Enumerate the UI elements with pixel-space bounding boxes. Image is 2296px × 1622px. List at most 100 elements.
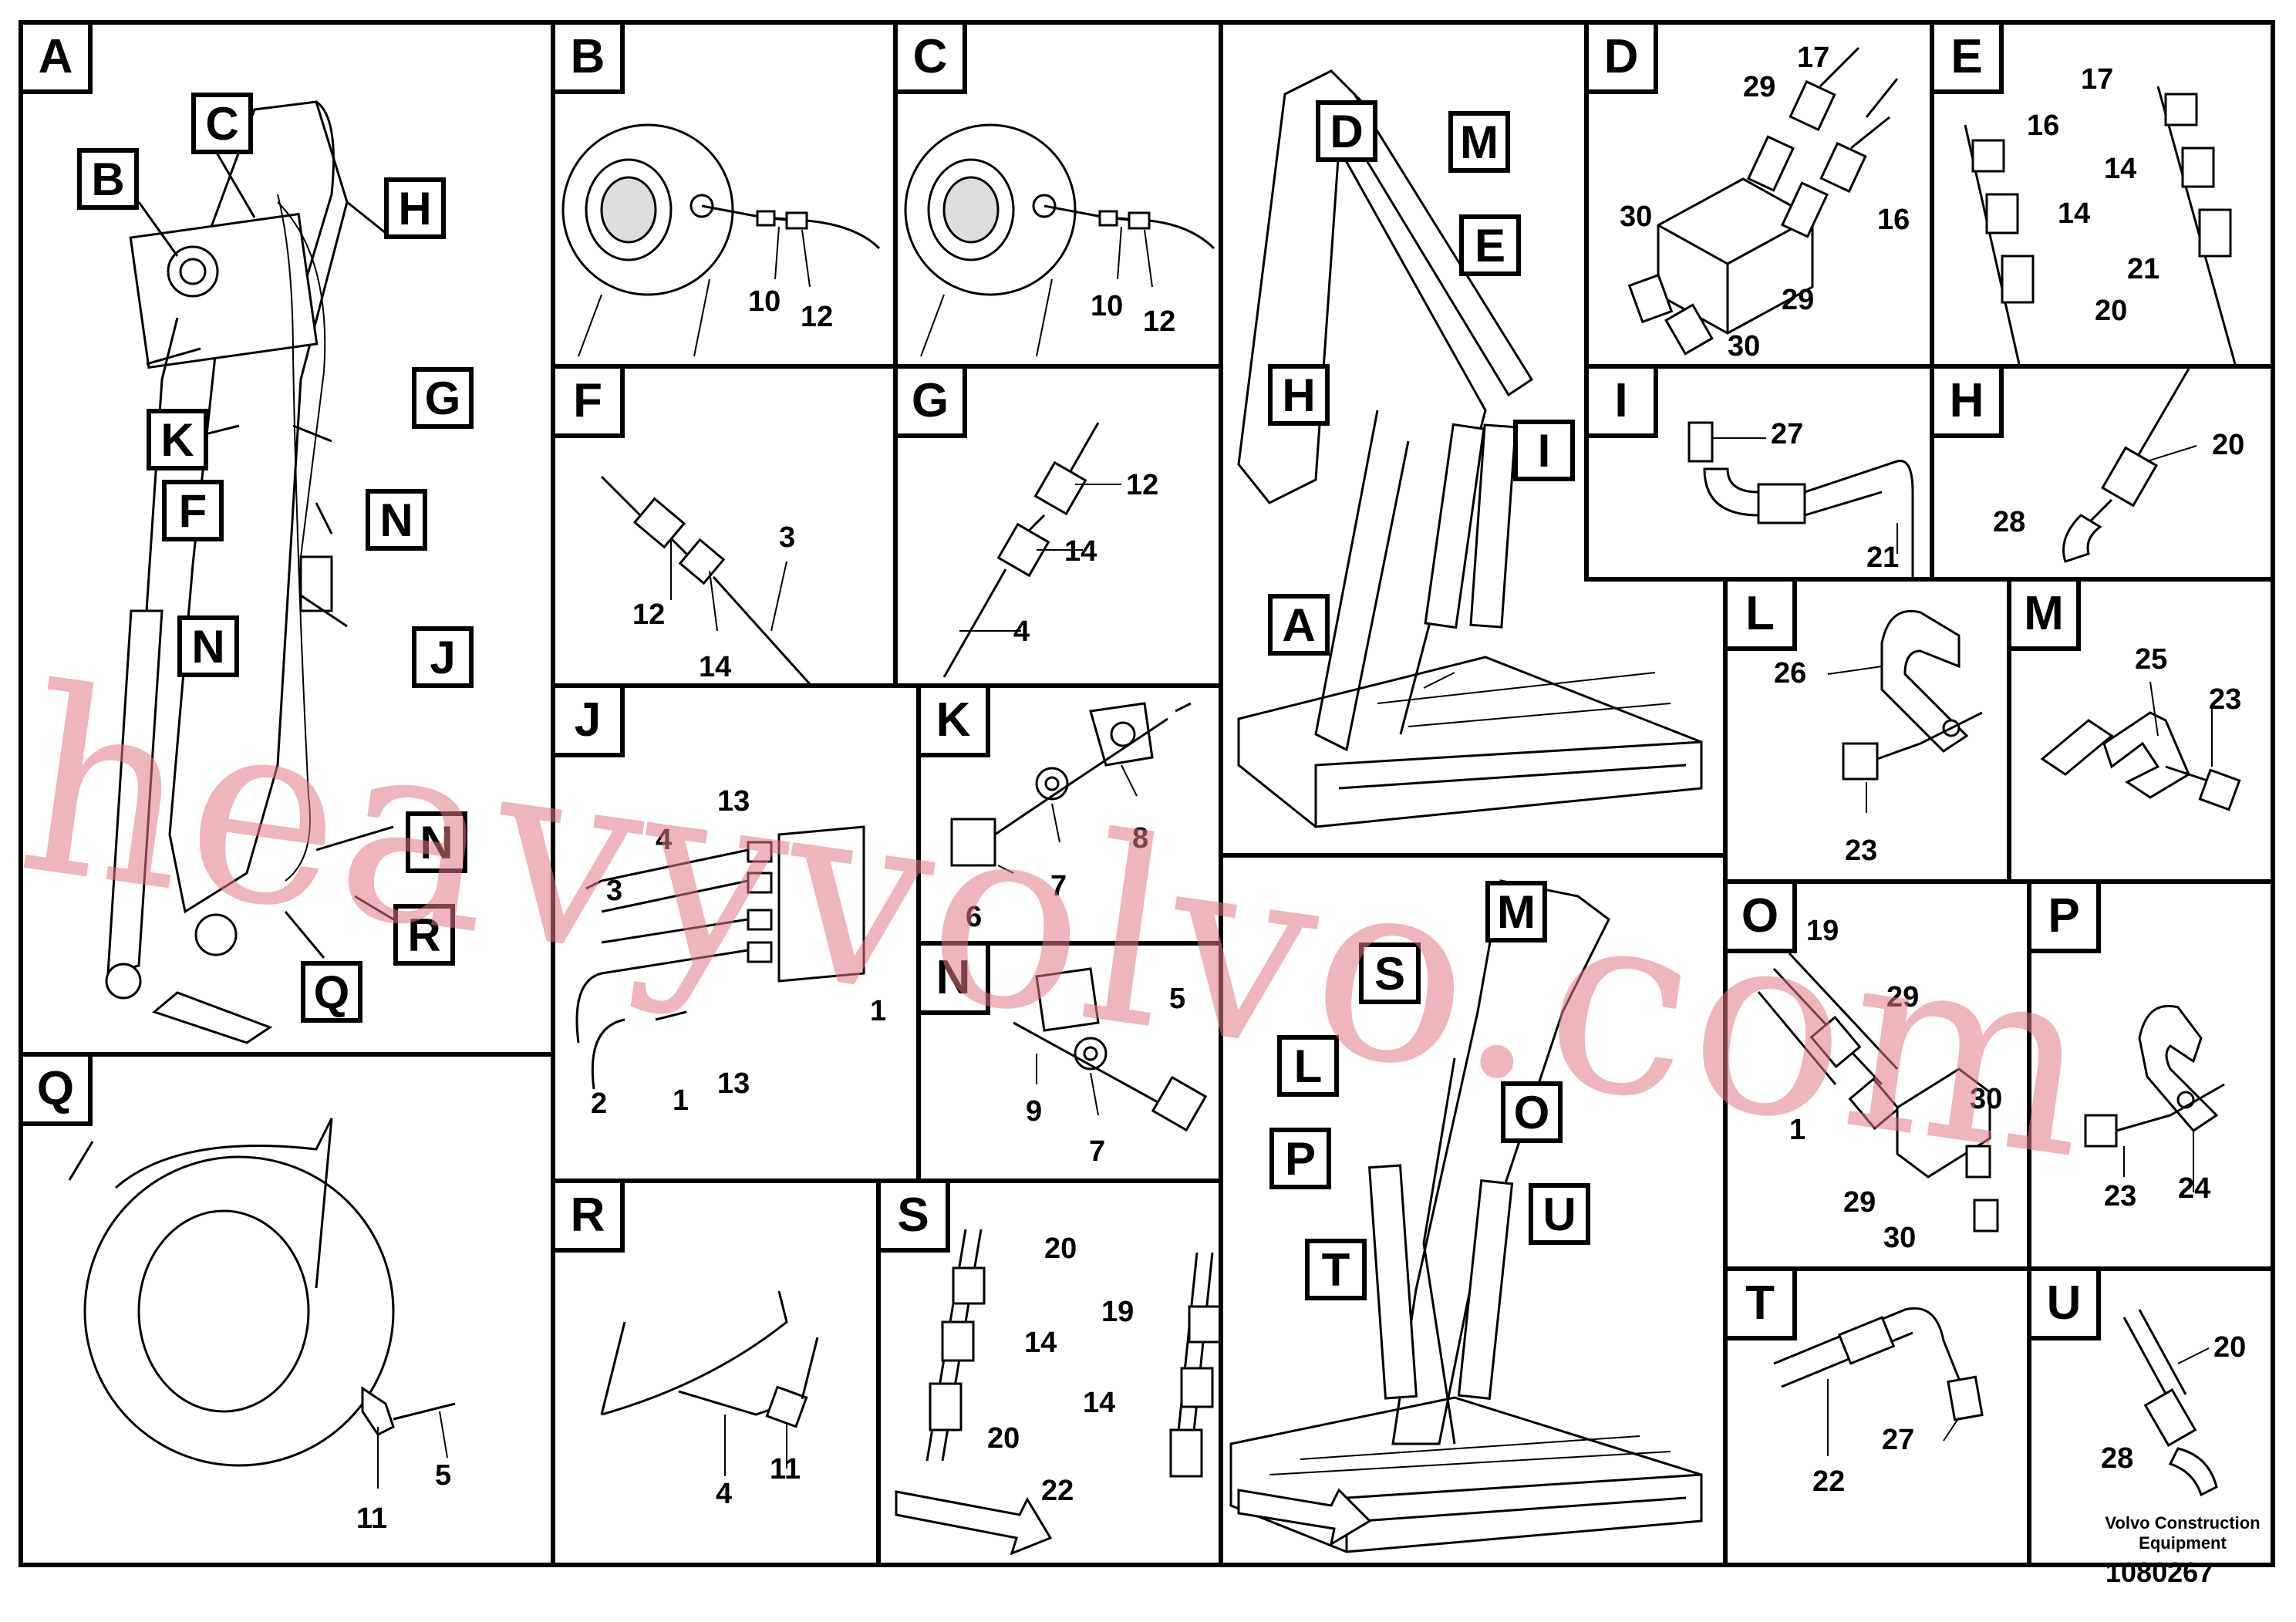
label-6: 6	[966, 901, 983, 933]
panel-o-label: O	[1728, 884, 1797, 953]
label-21: 21	[1866, 541, 1900, 574]
label-12: 12	[1143, 305, 1176, 338]
panel-k: K 8 7 6	[916, 683, 1223, 946]
manifold-illustration	[1627, 46, 1899, 356]
label-13: 13	[717, 1067, 750, 1100]
panel-u-label: U	[2031, 1271, 2101, 1340]
panel-h: H 20 28	[1930, 364, 2275, 582]
hose-end-illustration	[600, 1290, 819, 1476]
panel-k-label: K	[921, 688, 990, 757]
callout-q: Q	[301, 961, 362, 1023]
callout-n-3: N	[406, 811, 467, 873]
hose-fittings-illustration	[895, 1229, 1219, 1556]
label-12: 12	[632, 599, 666, 631]
panel-d: D 17 29 30 16 29 30	[1584, 20, 1934, 369]
callout-f: F	[162, 480, 224, 541]
callout-n-2: N	[177, 615, 239, 677]
callout-k: K	[147, 409, 208, 470]
label-21: 21	[2127, 253, 2160, 285]
label-13: 13	[717, 785, 750, 818]
label-30: 30	[1728, 330, 1761, 363]
label-12: 12	[1126, 469, 1159, 501]
panel-j: J 13 4 3 2 1 13 1	[551, 683, 921, 1183]
label-16: 16	[1877, 204, 1910, 236]
callout-j: J	[412, 626, 474, 688]
label-26: 26	[1774, 657, 1807, 690]
label-20: 20	[2212, 429, 2245, 461]
label-30: 30	[1620, 201, 1653, 233]
label-17: 17	[1797, 42, 1830, 74]
label-27: 27	[1771, 418, 1804, 450]
clip-illustration	[1827, 609, 1983, 813]
clip-illustration	[2040, 681, 2241, 811]
panel-o: O 19 29 30 1 29 30	[1723, 879, 2031, 1271]
label-29: 29	[1843, 1186, 1876, 1219]
label-28: 28	[2101, 1442, 2134, 1475]
label-29: 29	[1886, 981, 1920, 1013]
label-10: 10	[748, 285, 781, 318]
label-11: 11	[356, 1502, 388, 1535]
cylinder-detail-illustration	[68, 1118, 456, 1489]
label-10: 10	[1091, 290, 1124, 322]
callout-h: H	[1268, 364, 1330, 426]
label-3: 3	[606, 875, 623, 907]
panel-a-label: A	[23, 25, 93, 94]
label-16: 16	[2027, 110, 2060, 142]
hose-joint-illustration	[600, 475, 811, 683]
panel-e: E 17 16 14 14 21 20	[1930, 20, 2275, 369]
machine-overview-top	[1237, 69, 1703, 828]
label-19: 19	[1806, 915, 1839, 947]
panel-e-label: E	[1934, 25, 2004, 94]
panel-s-label: S	[881, 1183, 950, 1253]
label-5: 5	[1169, 983, 1186, 1015]
fittings-illustration	[1964, 86, 2237, 364]
callout-m: M	[1485, 881, 1547, 943]
panel-u: U 20 28	[2027, 1266, 2275, 1567]
callout-b: B	[77, 148, 139, 210]
label-24: 24	[2178, 1172, 2211, 1205]
panel-b-label: B	[555, 25, 625, 94]
label-1: 1	[1789, 1114, 1806, 1146]
panel-m: M 25 23	[2007, 577, 2275, 884]
label-5: 5	[435, 1459, 452, 1492]
label-8: 8	[1132, 822, 1149, 855]
panel-l-label: L	[1728, 582, 1797, 651]
boom-illustration	[105, 100, 394, 1044]
callout-l: L	[1277, 1035, 1339, 1097]
label-30: 30	[1970, 1083, 2003, 1115]
panel-t: T 27 22	[1723, 1266, 2031, 1567]
panel-q: Q 11 5	[19, 1052, 555, 1567]
label-20: 20	[987, 1422, 1020, 1455]
label-25: 25	[2135, 643, 2168, 676]
label-29: 29	[1782, 284, 1815, 316]
callout-i: I	[1513, 420, 1575, 481]
panel-c-label: C	[898, 25, 967, 94]
panel-r-label: R	[555, 1183, 625, 1253]
label-23: 23	[2104, 1180, 2137, 1212]
panel-m-label: M	[2011, 582, 2081, 651]
label-30: 30	[1883, 1222, 1917, 1254]
panel-g-label: G	[898, 369, 967, 438]
label-23: 23	[2209, 683, 2242, 716]
panel-b: B 10 12	[551, 20, 898, 369]
panel-f: F 3 12 14	[551, 364, 898, 688]
callout-t: T	[1305, 1239, 1367, 1300]
label-22: 22	[1041, 1475, 1074, 1507]
panel-n: N 5 9 7	[916, 941, 1223, 1183]
callout-u: U	[1529, 1183, 1590, 1245]
callout-a: A	[1268, 594, 1330, 656]
panel-g: G 12 14 4	[893, 364, 1223, 688]
callout-e: E	[1459, 214, 1521, 276]
label-14: 14	[1064, 535, 1097, 568]
panel-p-label: P	[2031, 884, 2101, 953]
label-23: 23	[1845, 835, 1878, 867]
label-22: 22	[1812, 1465, 1846, 1498]
elbow-fitting-illustration	[1687, 421, 1914, 577]
clip-illustration	[2084, 1004, 2225, 1192]
label-14: 14	[699, 651, 732, 683]
callout-d: D	[1316, 100, 1377, 162]
panel-c: C 10 12	[893, 20, 1223, 369]
cylinder-end-illustration	[561, 123, 881, 357]
panel-t-label: T	[1728, 1271, 1797, 1340]
